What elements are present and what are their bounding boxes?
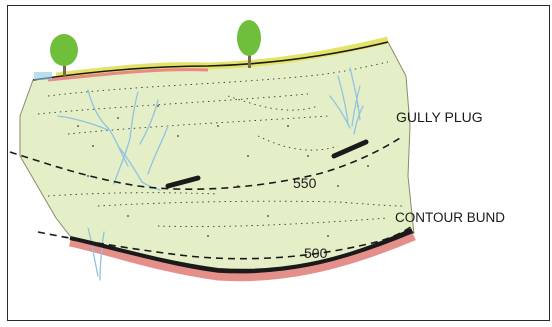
label-contour-bund: CONTOUR BUND bbox=[395, 210, 505, 225]
tree-icon bbox=[50, 34, 78, 76]
watershed-diagram: GULLY PLUG 550 CONTOUR BUND 500 bbox=[8, 6, 550, 321]
label-contour-500: 500 bbox=[304, 245, 328, 261]
shrub bbox=[34, 72, 52, 80]
diagram-frame: GULLY PLUG 550 CONTOUR BUND 500 bbox=[7, 5, 550, 321]
label-gully-plug: GULLY PLUG bbox=[396, 109, 483, 125]
label-contour-550: 550 bbox=[293, 175, 317, 191]
